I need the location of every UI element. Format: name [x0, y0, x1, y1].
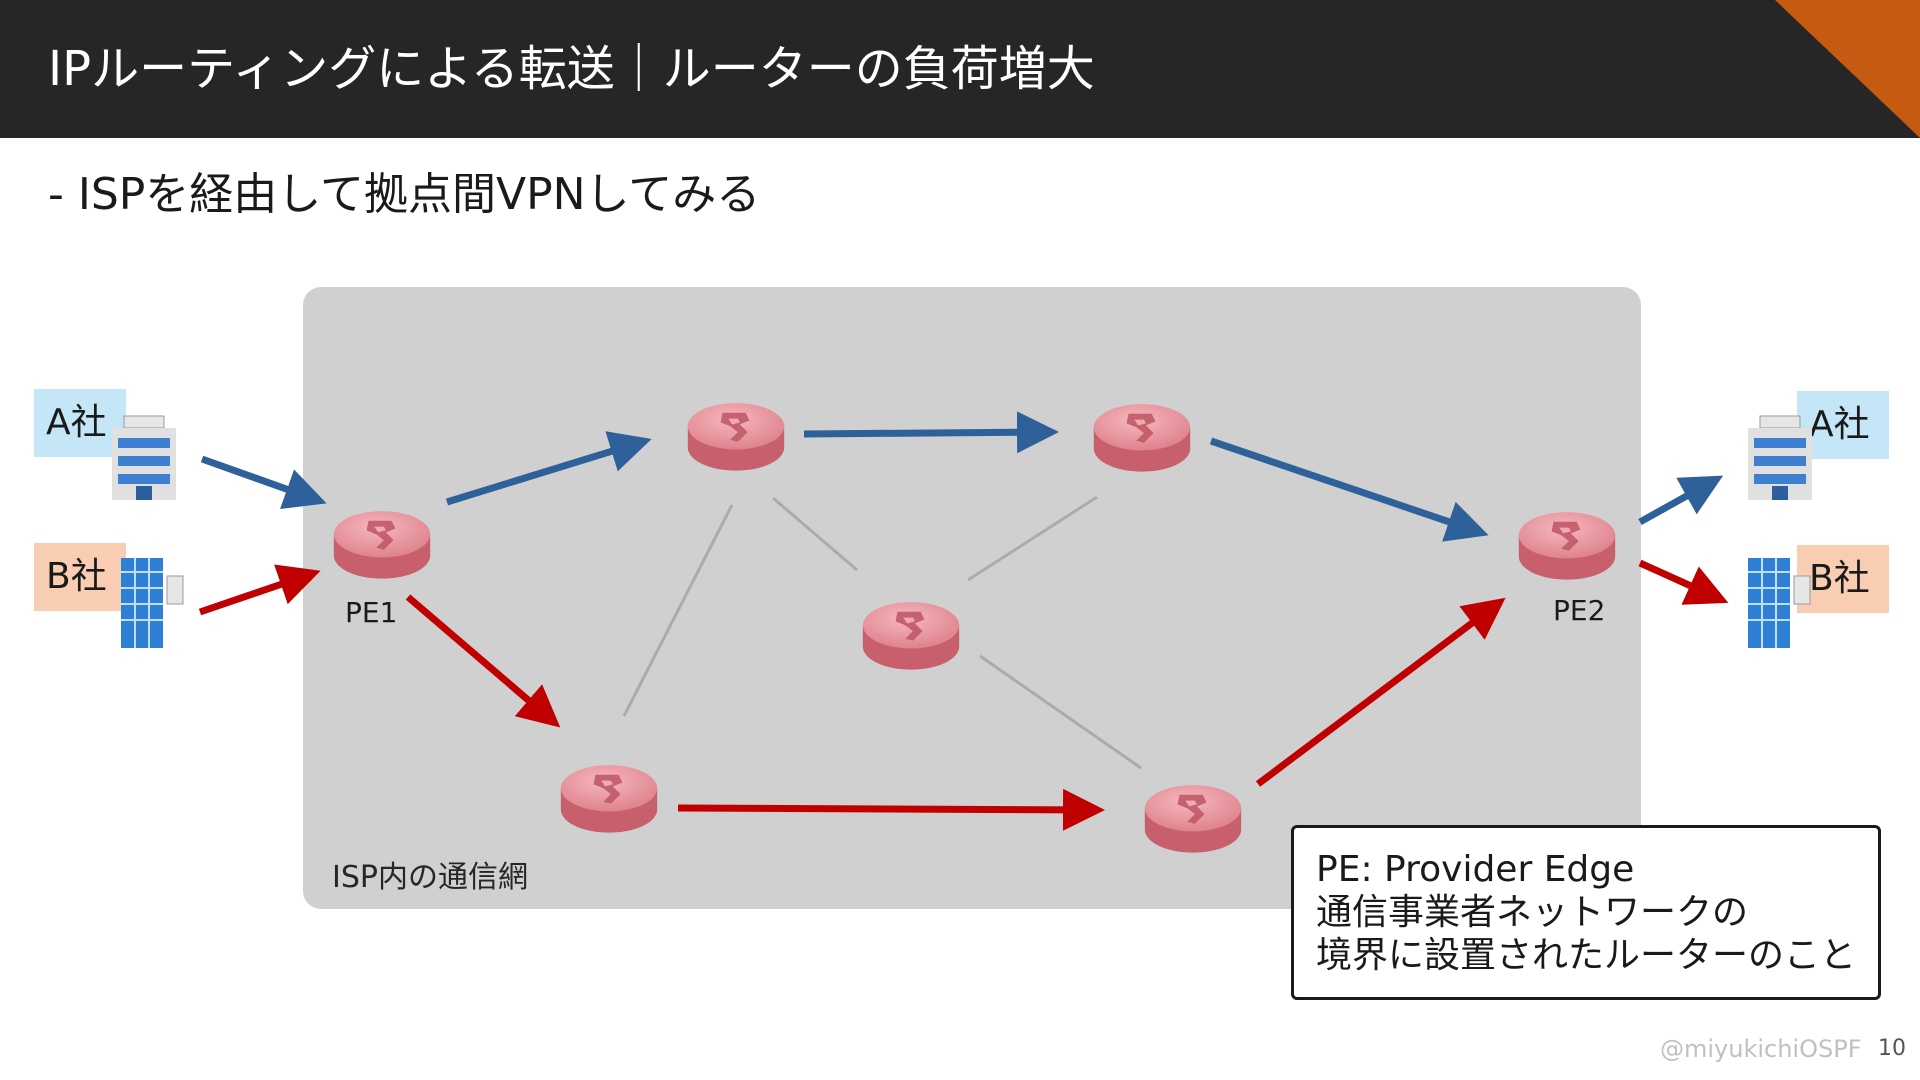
route-b-arrow-4 — [1255, 597, 1506, 787]
slide-subtitle: - ISPを経由して拠点間VPNしてみる — [48, 169, 761, 220]
pe-definition-line-2: 通信事業者ネットワークの — [1316, 892, 1749, 933]
route-a — [200, 411, 1724, 542]
company-b-left-tag: B社 — [34, 543, 126, 611]
slide-title: IPルーティングによる転送｜ルーターの負荷増大 — [48, 41, 1095, 97]
slide-header: IPルーティングによる転送｜ルーターの負荷増大 — [0, 0, 1920, 138]
isp-links — [622, 495, 1142, 770]
route-a-arrow-3 — [803, 411, 1059, 454]
router-bottom-left-icon — [560, 765, 658, 833]
link-r2-r4 — [772, 496, 858, 572]
company-b-right-tag: B社 — [1797, 545, 1889, 613]
route-a-arrow-1 — [200, 455, 327, 510]
author-handle: @miyukichiOSPF — [1660, 1035, 1862, 1063]
pe-definition-line-1: PE: Provider Edge — [1316, 849, 1635, 890]
office-building-icon — [1748, 415, 1812, 500]
pe1-label: PE1 — [345, 596, 398, 629]
office-building-icon — [112, 415, 176, 500]
route-b-arrow-1 — [198, 564, 321, 616]
link-r3-r4 — [967, 495, 1098, 582]
route-b-arrow-3 — [677, 788, 1105, 831]
pe-definition-box: PE: Provider Edge 通信事業者ネットワークの 境界に設置されたル… — [1291, 825, 1881, 1000]
router-pe1-icon — [333, 511, 431, 579]
router-bottom-right-icon — [1144, 785, 1242, 853]
isp-network-label: ISP内の通信網 — [332, 860, 528, 895]
link-r4-r6 — [979, 654, 1142, 770]
router-top-left-icon — [687, 403, 785, 471]
router-center-icon — [862, 602, 960, 670]
router-top-right-icon — [1093, 404, 1191, 472]
office-tower-icon — [121, 558, 184, 648]
office-tower-icon — [1748, 558, 1811, 648]
pe2-label: PE2 — [1553, 594, 1606, 627]
pe-definition-line-3: 境界に設置されたルーターのこと — [1316, 935, 1857, 976]
page-number: 10 — [1878, 1036, 1906, 1061]
isp-network-area — [303, 287, 1641, 909]
route-b — [198, 559, 1729, 831]
route-a-arrow-2 — [445, 431, 652, 506]
route-b-arrow-5 — [1638, 559, 1729, 605]
link-r2-r5 — [622, 504, 734, 717]
company-a-left-tag: A社 — [34, 389, 126, 457]
route-a-arrow-4 — [1209, 437, 1489, 542]
header-accent — [1775, 0, 1920, 138]
route-a-arrow-5 — [1638, 475, 1724, 526]
route-b-arrow-2 — [405, 594, 561, 728]
company-a-right-tag: A社 — [1797, 391, 1889, 459]
router-pe2-icon — [1518, 512, 1616, 580]
